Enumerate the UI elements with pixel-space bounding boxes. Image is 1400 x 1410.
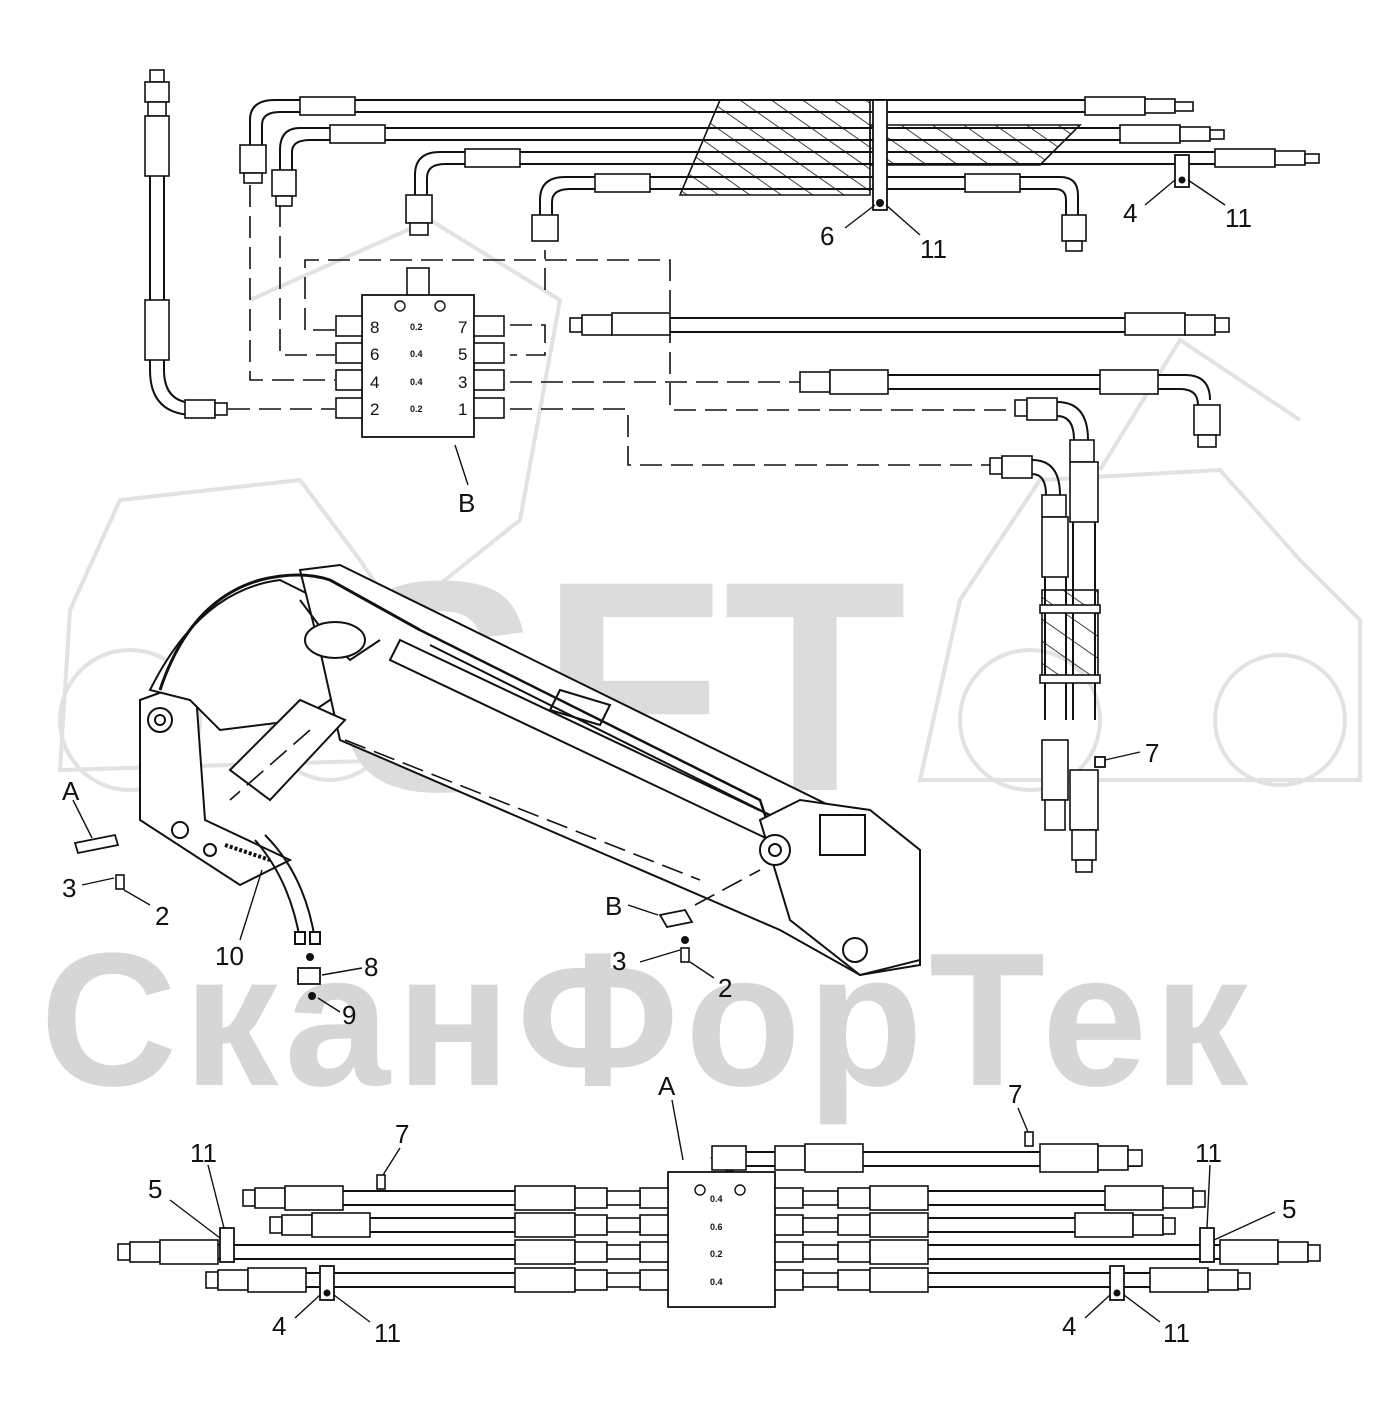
restrictor-b-2: 0.4 (410, 349, 423, 359)
restrictor-a-3: 0.2 (710, 1249, 723, 1259)
callout-4-bl: 4 (272, 1311, 286, 1341)
boom-assembly (139, 563, 921, 977)
callout-3-mid: 3 (612, 946, 626, 976)
callout-11-top-b: 11 (920, 234, 947, 264)
port-7: 7 (458, 318, 467, 337)
top-hose-bundle (239, 96, 1320, 252)
callout-11-bl2: 11 (374, 1318, 401, 1348)
callout-2-left: 2 (155, 901, 169, 931)
callout-11-br: 11 (1195, 1138, 1222, 1168)
restrictor-a-4: 0.4 (710, 1277, 723, 1287)
callout-b-mid: B (605, 891, 622, 921)
callout-a-mid: A (62, 776, 80, 806)
callout-11-bl: 11 (190, 1138, 217, 1168)
restrictor-a-2: 0.6 (710, 1222, 723, 1232)
bottom-callouts: A 7 7 11 5 11 5 4 11 4 11 (148, 1071, 1296, 1348)
distribution-block-b: 8 7 6 5 4 3 2 1 0.2 0.4 0.4 0.2 B (335, 267, 505, 518)
port-1: 1 (458, 400, 467, 419)
callout-10: 10 (215, 941, 244, 971)
middle-callouts: A 3 2 10 8 9 B 3 2 (62, 776, 732, 1030)
block-b-outlet-hoses (569, 312, 1230, 873)
restrictor-b-4: 0.2 (410, 404, 423, 414)
callout-2-mid: 2 (718, 973, 732, 1003)
callout-9: 9 (342, 1000, 356, 1030)
restrictor-b-3: 0.4 (410, 377, 423, 387)
callout-4-top: 4 (1123, 198, 1137, 228)
watermark-tractor-right (917, 337, 1362, 792)
port-6: 6 (370, 345, 379, 364)
port-2: 2 (370, 400, 379, 419)
dashed-connections (228, 185, 1020, 466)
middle-leaders (229, 729, 761, 906)
watermark-text: СканФорТек (40, 914, 1254, 1126)
callout-6: 6 (820, 221, 834, 251)
callout-3-left: 3 (62, 873, 76, 903)
restrictor-b-1: 0.2 (410, 322, 423, 332)
callout-4-br: 4 (1062, 1311, 1076, 1341)
callout-7-bottom-left: 7 (395, 1119, 409, 1149)
callout-a-bottom: A (658, 1071, 676, 1101)
callout-7-right: 7 (1145, 738, 1159, 768)
port-8: 8 (370, 318, 379, 337)
port-4: 4 (370, 373, 379, 392)
callout-5-left: 5 (148, 1174, 162, 1204)
port-5: 5 (458, 345, 467, 364)
left-vertical-hose (144, 69, 228, 419)
callout-7-bottom-right: 7 (1008, 1079, 1022, 1109)
callout-11-br2: 11 (1163, 1318, 1190, 1348)
label-b-top: B (458, 488, 475, 518)
top-callouts: 4 11 6 11 7 (820, 179, 1252, 768)
restrictor-a-1: 0.4 (710, 1194, 723, 1204)
callout-8: 8 (364, 952, 378, 982)
port-3: 3 (458, 373, 467, 392)
bottom-hose-assembly: 0.4 0.6 0.2 0.4 (117, 1131, 1321, 1308)
callout-11-top-a: 11 (1225, 203, 1252, 233)
callout-5-right: 5 (1282, 1194, 1296, 1224)
